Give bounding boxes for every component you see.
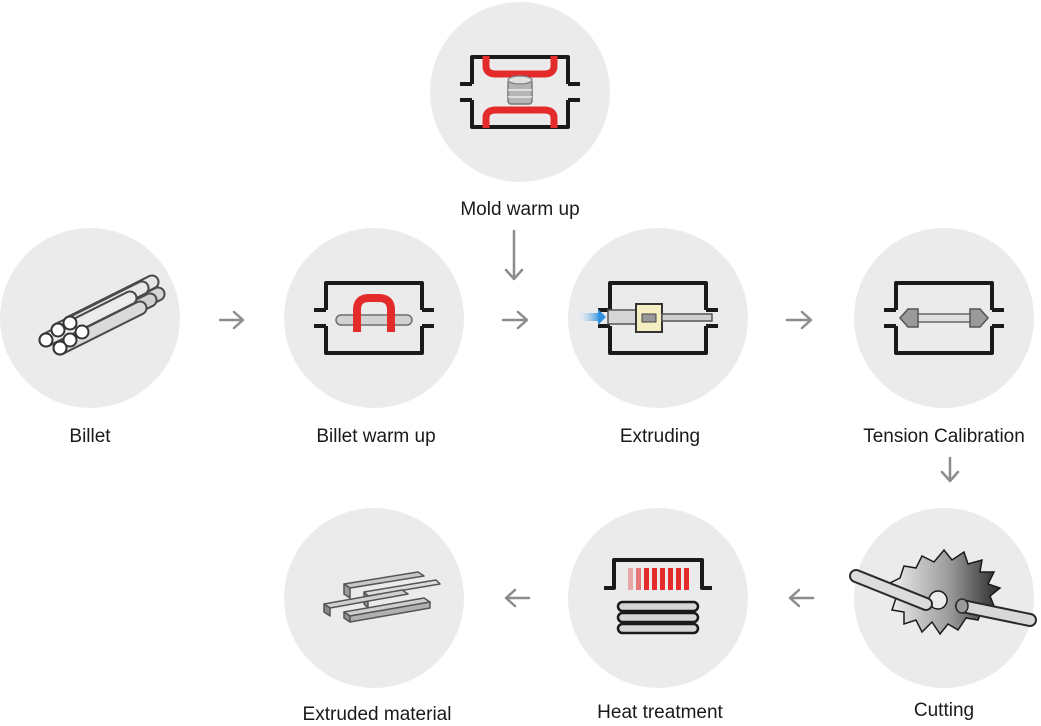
label-heat-treatment: Heat treatment: [597, 702, 723, 723]
arrow-down-icon: [504, 229, 524, 281]
extrusion-press-icon: [574, 281, 718, 355]
label-cutting: Cutting: [913, 700, 975, 721]
heat-oven-icon: [604, 558, 712, 635]
mold-heater-icon: [460, 55, 580, 129]
label-tension-calibration: Tension Calibration: [863, 426, 1025, 447]
label-billet: Billet: [69, 426, 111, 447]
saw-blade-icon: [849, 548, 1037, 636]
circle-heat-treatment: [568, 508, 748, 688]
label-mold-warm-up: Mold warm up: [460, 199, 580, 220]
arrow-left-icon: [788, 588, 815, 608]
tension-stretcher-icon: [884, 281, 1004, 355]
billet-rods-icon: [38, 274, 166, 356]
arrow-down-icon: [940, 456, 960, 483]
flow-arrows: [218, 229, 960, 608]
billet-heater-icon: [314, 281, 434, 355]
label-extruding: Extruding: [619, 426, 701, 447]
extruded-profiles-icon: [323, 571, 441, 623]
arrow-right-icon: [785, 310, 813, 330]
arrow-right-icon: [501, 310, 529, 330]
arrow-right-icon: [218, 310, 245, 330]
arrow-left-icon: [504, 588, 531, 608]
label-billet-warm-up: Billet warm up: [316, 426, 436, 447]
label-extruded-material: Extruded material: [302, 704, 452, 725]
